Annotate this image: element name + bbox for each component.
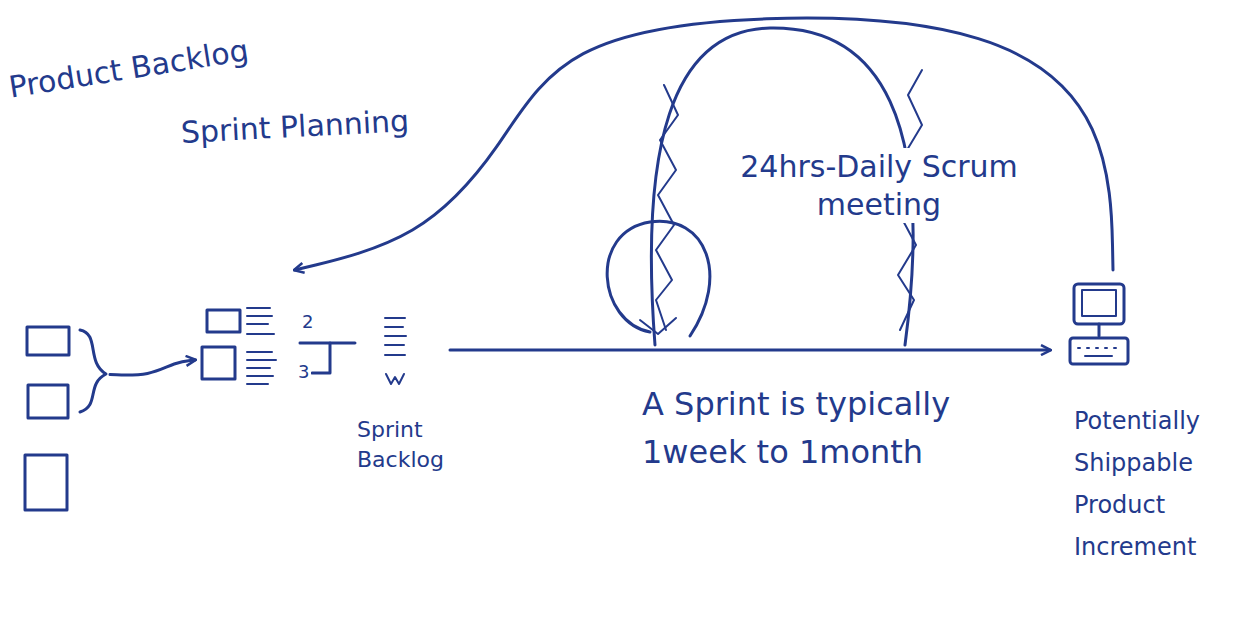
sprint-backlog-mark bbox=[386, 374, 404, 384]
brace bbox=[80, 330, 106, 412]
sprint-backlog-group: Sprint Backlog bbox=[355, 300, 450, 395]
callout-number: 3 bbox=[296, 362, 311, 382]
daily-loop bbox=[607, 221, 710, 336]
note-label: A Sprint is typically 1week to 1month bbox=[640, 380, 954, 476]
backlog-item bbox=[27, 327, 69, 355]
flow-arrow bbox=[300, 342, 355, 345]
note-label: 24hrs-Daily Scrum meeting bbox=[712, 148, 1046, 223]
stand bbox=[1098, 324, 1101, 336]
backlog-item bbox=[28, 385, 68, 418]
screen bbox=[1082, 290, 1116, 316]
flow-arrow bbox=[450, 348, 1050, 351]
text-group: Product Backlog bbox=[10, 70, 256, 106]
planned-item bbox=[202, 347, 235, 379]
planning-group: Sprint Planning bbox=[195, 270, 300, 395]
text-group: Sprint Planning bbox=[180, 115, 412, 151]
label-holder: 2 bbox=[300, 312, 315, 332]
text-group: Sprint Backlog bbox=[355, 415, 459, 474]
squiggle bbox=[656, 85, 678, 330]
task-hook bbox=[312, 343, 330, 373]
step-title: Sprint Planning bbox=[178, 103, 412, 151]
task-lines bbox=[247, 308, 276, 384]
label-holder: 24hrs-Daily Scrum meeting bbox=[712, 148, 1046, 223]
backlog-group: Product Backlog bbox=[20, 320, 110, 515]
flow-arrow bbox=[110, 360, 195, 375]
increment-group: Potentially Shippable Product Increment bbox=[1050, 270, 1140, 385]
text-group: Potentially Shippable Product Increment bbox=[1072, 400, 1226, 568]
step-title: Potentially Shippable Product Increment bbox=[1072, 400, 1226, 568]
step-title: Product Backlog bbox=[4, 32, 253, 106]
label-holder: 3 bbox=[296, 362, 311, 382]
monitor bbox=[1074, 284, 1124, 324]
planned-item bbox=[207, 310, 240, 332]
callout-number: 2 bbox=[300, 312, 315, 332]
keys bbox=[1078, 348, 1116, 356]
step-title: Sprint Backlog bbox=[355, 415, 459, 474]
keyboard bbox=[1070, 338, 1128, 364]
label-holder: A Sprint is typically 1week to 1month bbox=[640, 380, 954, 476]
backlog-item bbox=[25, 455, 67, 510]
squiggle bbox=[640, 318, 676, 334]
flow-arrow bbox=[295, 18, 1113, 270]
sprint-backlog-lines bbox=[385, 318, 406, 355]
